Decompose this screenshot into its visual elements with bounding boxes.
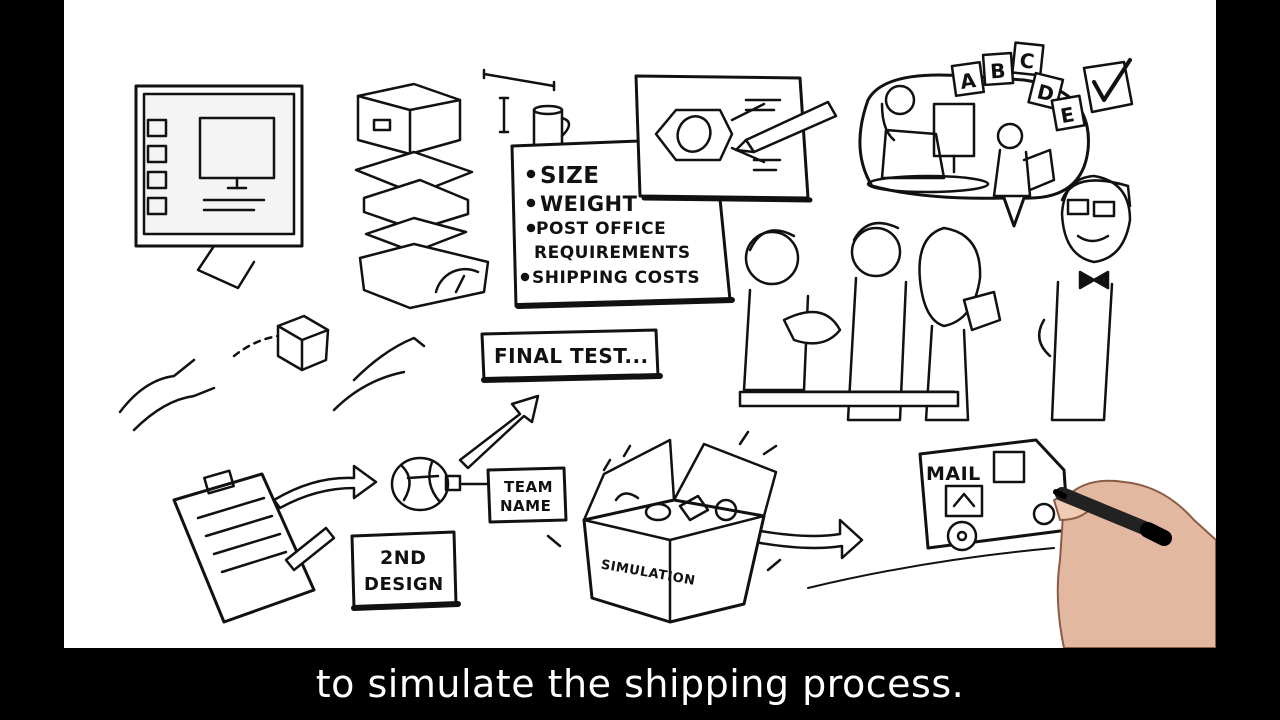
second-design-label: 2ND DESIGN [350,530,461,611]
checklist-item-post-office: POST OFFICE [536,219,666,239]
checklist-item-requirements: REQUIREMENTS [534,243,691,263]
whiteboard-drawing: SIZE WEIGHT POST OFFICE REQUIREMENTS SHI… [118,41,1216,648]
monitor-drawing [134,84,304,290]
thought-bubble-drawing [858,73,1090,228]
checklist-item-size: SIZE [540,163,600,189]
package-toss-drawing [118,314,426,432]
final-test-label: FINAL TEST... [480,328,663,383]
presenter-drawing [1037,174,1132,422]
drawing-hand [1053,479,1216,648]
team-name-line2: NAME [500,497,551,515]
simulation-box-drawing: SIMULATION [546,430,782,624]
whiteboard-frame: SIZE WEIGHT POST OFFICE REQUIREMENTS SHI… [64,0,1216,648]
team-name-label: TEAM NAME [486,466,568,524]
clipboard-drawing [172,469,336,624]
video-subtitle: to simulate the shipping process. [315,662,965,706]
letter-cards: A B C D E [950,41,1134,132]
letter-card-e: E [1059,102,1077,128]
measurement-drawing [482,68,571,152]
second-design-line2: DESIGN [364,574,444,595]
final-test-text: FINAL TEST... [494,344,649,368]
letter-card-b: B [989,58,1006,83]
team-people-drawing [738,221,1002,422]
prototype-drawing [390,456,490,512]
team-name-line1: TEAM [504,478,553,496]
checklist-item-weight: WEIGHT [540,192,638,216]
package-stack-drawing [354,82,490,310]
letter-card-a: A [959,68,978,94]
mail-truck-text: MAIL [926,463,981,485]
letter-card-c: C [1018,48,1036,73]
second-design-line1: 2ND [380,547,426,569]
design-sketch-drawing [634,74,838,203]
mail-truck-drawing: MAIL [807,438,1070,589]
checklist-item-shipping-costs: SHIPPING COSTS [532,268,700,288]
flow-arrows [272,394,864,560]
